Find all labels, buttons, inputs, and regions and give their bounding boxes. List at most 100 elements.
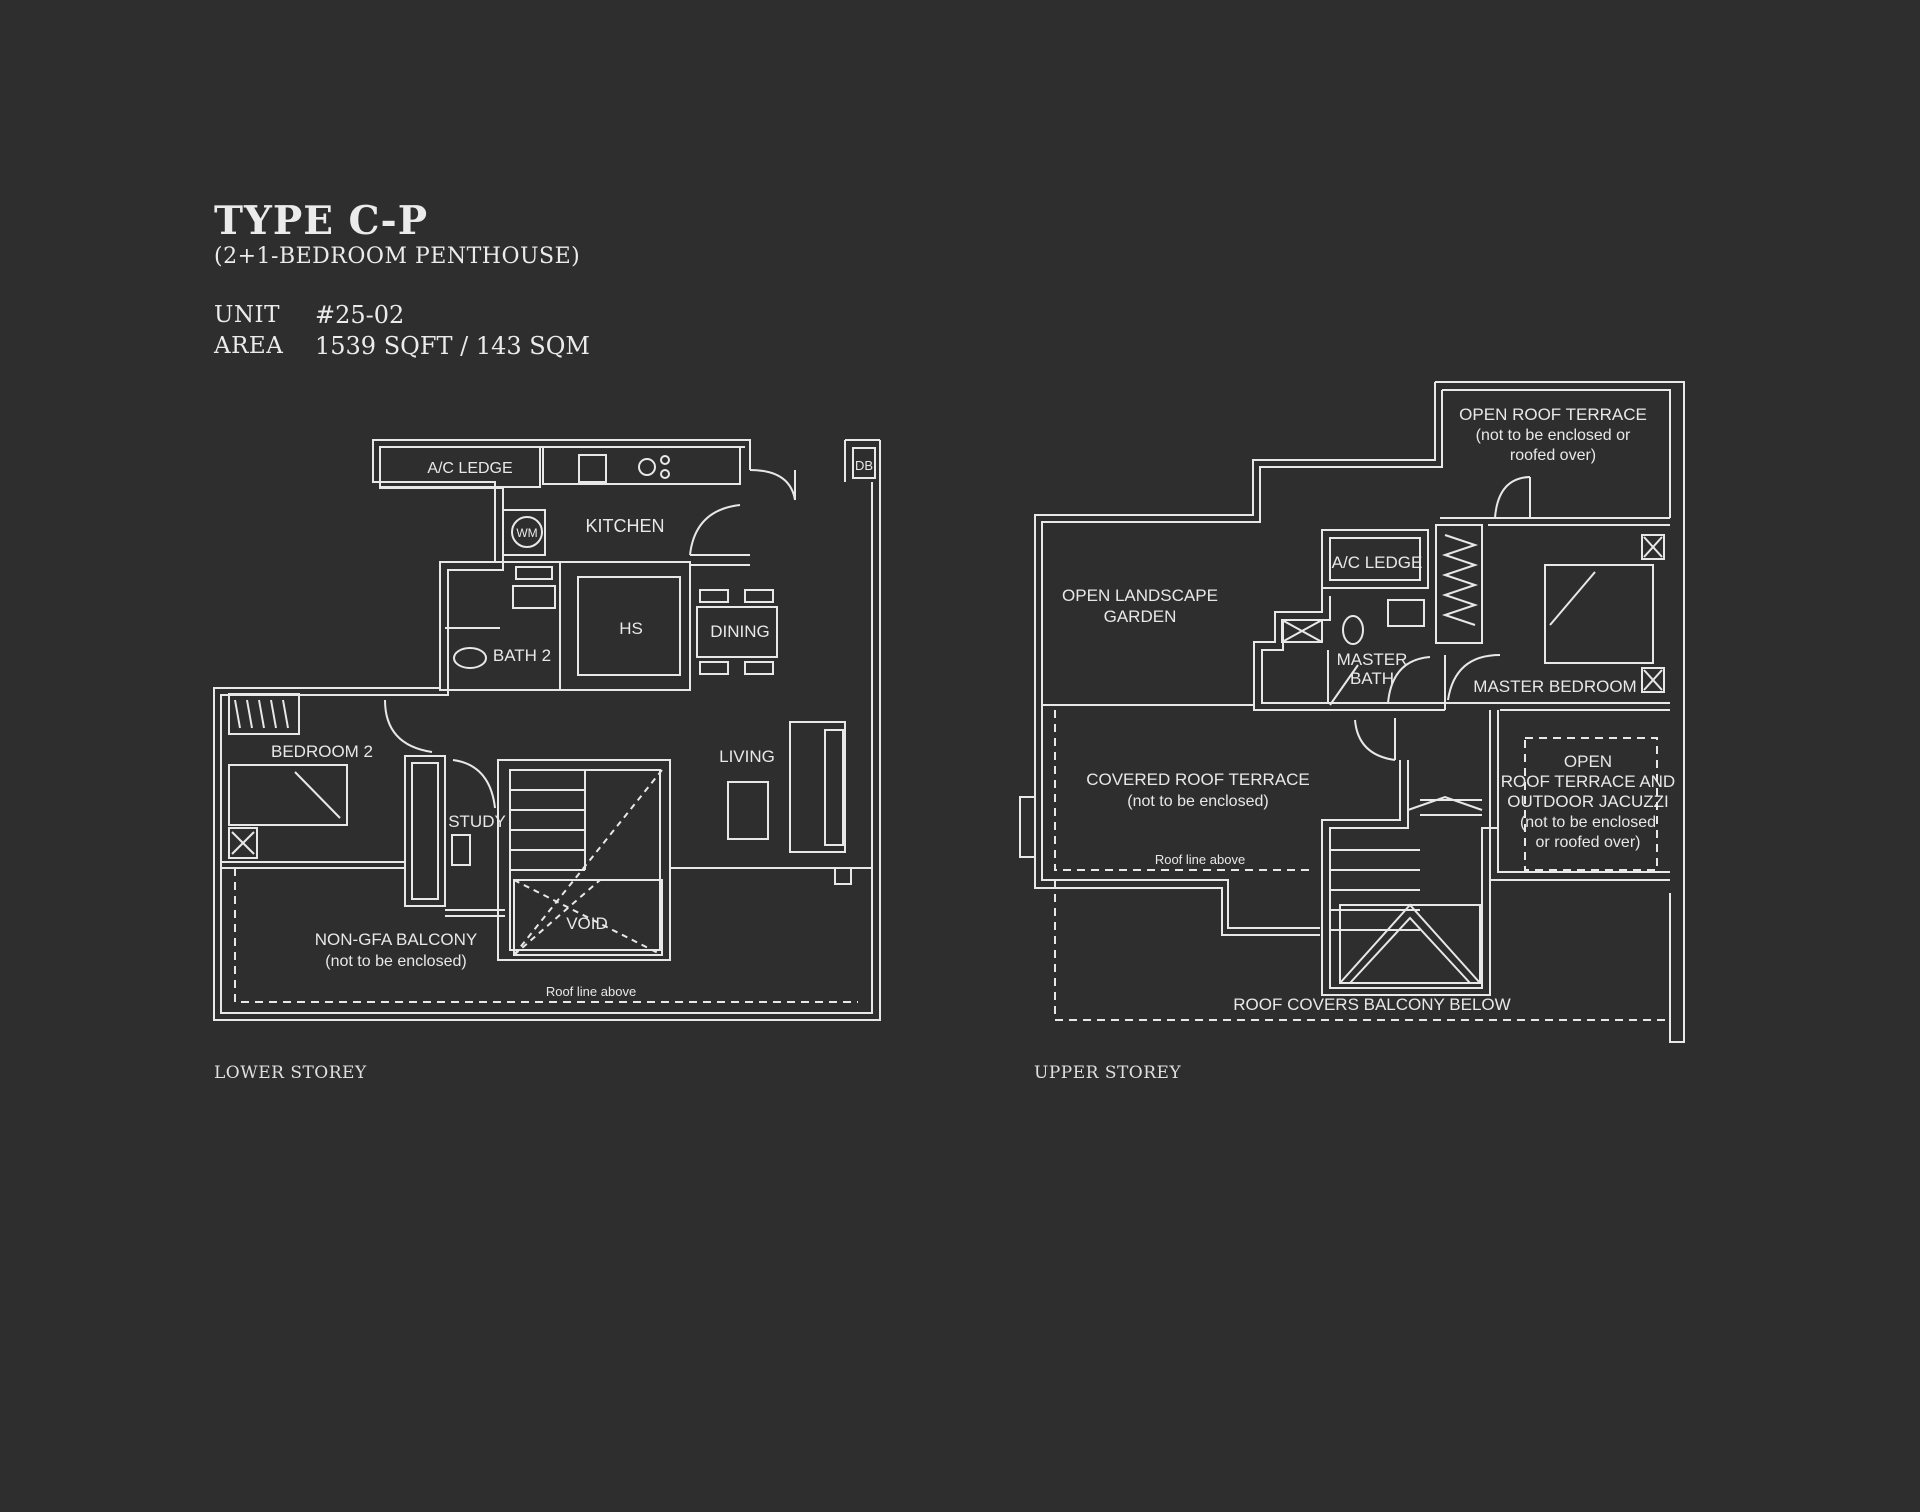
upper-stair-treads — [1330, 849, 1420, 931]
ac-ledge-upper-inner — [1329, 537, 1421, 581]
label-kitchen: KITCHEN — [585, 516, 664, 536]
label-hs: HS — [619, 619, 643, 638]
washing-machine — [511, 516, 543, 548]
label-wm: WM — [516, 526, 537, 540]
lower-inner-wall — [220, 446, 873, 1014]
label-study: STUDY — [448, 812, 506, 831]
void-diagonal — [513, 879, 663, 956]
upper-wall-stub — [1019, 796, 1036, 858]
label-master-bedroom: MASTER BEDROOM — [1473, 677, 1636, 696]
bath2-shelf — [515, 566, 553, 580]
hob-burner — [660, 469, 670, 479]
upper-outer-wall-right — [1435, 381, 1685, 1043]
terrace-door — [1494, 476, 1531, 519]
study-chair — [451, 834, 471, 866]
bath2-room — [439, 561, 561, 691]
label-db: DB — [855, 458, 873, 473]
dining-chair — [744, 661, 774, 675]
label-balcony-note: (not to be enclosed) — [325, 953, 466, 970]
label-roof-covers: ROOF COVERS BALCONY BELOW — [1233, 995, 1510, 1014]
master-toilet — [1342, 615, 1364, 645]
label-covered-terrace: COVERED ROOF TERRACE — [1086, 770, 1310, 789]
ac-ledge-lower — [379, 446, 541, 488]
bedroom2-cabinet — [228, 827, 258, 859]
label-ac-ledge-upper: A/C LEDGE — [1332, 553, 1423, 572]
area-value: 1539 SQFT / 143 SQM — [315, 332, 590, 360]
void-diagonal — [513, 879, 601, 956]
upper-inner-wall-left — [1041, 390, 1443, 929]
stair-enclosure-inner — [1329, 710, 1499, 989]
label-upper-roofline: Roof line above — [1155, 852, 1245, 867]
wardrobe-hangers — [1441, 534, 1479, 626]
area-label: AREA — [214, 333, 284, 359]
label-lower-roofline: Roof line above — [546, 984, 636, 999]
label-void: VOID — [566, 914, 608, 933]
master-bath-wall-inner — [1261, 596, 1445, 704]
label-jacuzzi1: OPEN — [1564, 752, 1612, 771]
upper-roofline — [1054, 710, 1315, 871]
bedroom2-bed — [228, 764, 348, 826]
living-corner-box — [834, 867, 852, 885]
corridor-door — [1354, 719, 1396, 761]
dining-chair — [744, 589, 774, 603]
wardrobe — [228, 693, 300, 735]
lower-storey-labels: A/C LEDGE DB KITCHEN WM HS DINING BATH 2… — [271, 458, 873, 999]
ac-ledge-upper-outer — [1321, 529, 1429, 589]
bath2-toilet — [453, 647, 487, 669]
label-garden1: OPEN LANDSCAPE — [1062, 586, 1218, 605]
kitchen-side-door — [689, 504, 741, 556]
lower-storey-caption: LOWER STOREY — [214, 1063, 367, 1083]
label-bath2: BATH 2 — [493, 646, 551, 665]
label-dining: DINING — [710, 622, 770, 641]
master-shower — [1281, 619, 1323, 643]
study-desk-inner — [411, 762, 439, 900]
dining-chair — [699, 661, 729, 675]
bedside-cross — [1643, 669, 1663, 691]
hs-room-inner — [577, 576, 681, 676]
stair-roof-ridge — [1349, 916, 1471, 984]
jacuzzi-outline — [1524, 737, 1658, 871]
upper-storey-caption: UPPER STOREY — [1034, 1063, 1182, 1083]
sofa — [789, 721, 846, 853]
label-open-roof-terrace-note1: (not to be enclosed or — [1476, 427, 1631, 444]
stair-treads — [510, 789, 585, 871]
master-bath-door-swing — [1387, 656, 1431, 704]
label-living: LIVING — [719, 747, 775, 766]
label-balcony: NON-GFA BALCONY — [315, 930, 477, 949]
washer-area — [502, 509, 546, 556]
study-door — [452, 759, 496, 809]
label-master-bath2: BATH — [1350, 669, 1394, 688]
jacuzzi-terrace-wall-inner — [1497, 718, 1670, 873]
label-open-roof-terrace-note2: roofed over) — [1510, 447, 1596, 464]
master-bath-door — [1329, 664, 1359, 706]
plan-title: TYPE C-P — [214, 198, 429, 244]
label-ac-ledge-lower: A/C LEDGE — [427, 460, 512, 477]
dining-table — [696, 606, 778, 658]
master-wardrobe — [1435, 524, 1483, 644]
master-bed-fold — [1549, 571, 1596, 626]
unit-label: UNIT — [214, 302, 280, 328]
label-jacuzzi2: ROOF TERRACE AND — [1501, 772, 1675, 791]
upper-storey-plan — [1019, 381, 1685, 1043]
sofa-back — [824, 729, 844, 846]
hob-burner — [660, 455, 670, 465]
master-bedroom-door — [1447, 654, 1501, 701]
upper-outer-wall-left — [1034, 382, 1436, 936]
kitchen-sink — [578, 454, 607, 483]
dining-chair — [699, 589, 729, 603]
coffee-table — [727, 781, 769, 840]
label-jacuzzi4: (not to be enclosed — [1520, 814, 1656, 831]
stair-enclosure-outer — [1321, 710, 1491, 996]
roof-covers-outline — [1054, 880, 1670, 1021]
master-bath-wall — [1253, 588, 1445, 711]
label-master-bath1: MASTER — [1337, 650, 1408, 669]
label-jacuzzi5: or roofed over) — [1536, 834, 1641, 851]
bath2-basin — [512, 585, 556, 609]
bedside-table — [1641, 534, 1665, 560]
label-open-roof-terrace: OPEN ROOF TERRACE — [1459, 405, 1647, 424]
kitchen-counter — [542, 446, 741, 485]
master-basin — [1387, 599, 1425, 627]
kitchen-door-swing — [749, 469, 796, 501]
db-box — [852, 447, 876, 479]
